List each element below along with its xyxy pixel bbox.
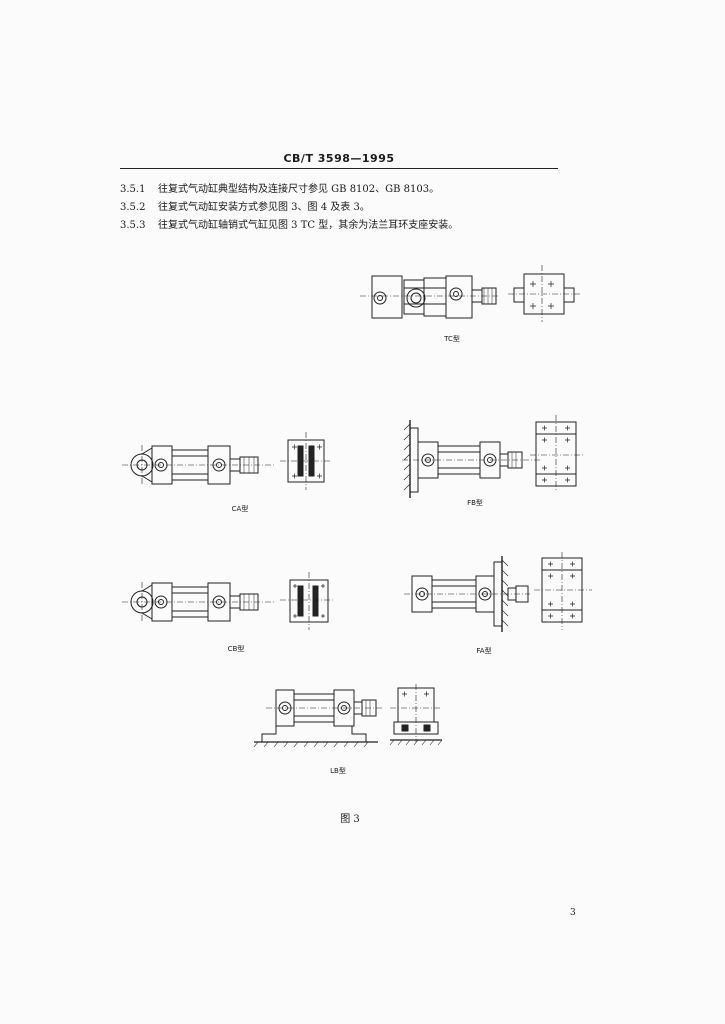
clause-text: 往复式气动缸轴销式气缸见图 3 TC 型，其余为法兰耳环支座安装。 bbox=[158, 220, 459, 231]
clause-number: 3.5.3 bbox=[120, 220, 146, 231]
header-rule bbox=[120, 168, 558, 169]
caption-fb: FB型 bbox=[467, 499, 483, 507]
ca-cylinder-drawing bbox=[122, 445, 275, 485]
fb-end-view bbox=[530, 415, 585, 492]
clause-3-5-1: 3.5.1 往复式气动缸典型结构及连接尺寸参见 GB 8102、GB 8103。 bbox=[120, 180, 439, 195]
fa-cylinder-drawing bbox=[404, 556, 530, 632]
caption-cb: CB型 bbox=[227, 645, 245, 653]
ca-end-view bbox=[280, 432, 330, 490]
cb-end-view bbox=[280, 572, 334, 630]
page-number: 3 bbox=[570, 908, 576, 918]
tc-end-view bbox=[508, 265, 580, 322]
page-header: CB/T 3598—1995 bbox=[283, 152, 395, 165]
clause-number: 3.5.1 bbox=[120, 184, 146, 195]
clause-3-5-2: 3.5.2 往复式气动缸安装方式参见图 3、图 4 及表 3。 bbox=[120, 198, 370, 213]
tc-cylinder-drawing bbox=[360, 276, 500, 318]
clause-3-5-3: 3.5.3 往复式气动缸轴销式气缸见图 3 TC 型，其余为法兰耳环支座安装。 bbox=[120, 216, 458, 231]
figure-title: 图 3 bbox=[340, 814, 360, 825]
lb-cylinder-drawing bbox=[254, 690, 384, 747]
caption-tc: TC型 bbox=[444, 335, 460, 343]
clause-text: 往复式气动缸安装方式参见图 3、图 4 及表 3。 bbox=[158, 202, 370, 213]
cb-cylinder-drawing bbox=[122, 582, 275, 622]
caption-lb: LB型 bbox=[330, 767, 346, 775]
fb-cylinder-drawing bbox=[402, 420, 540, 498]
lb-end-view bbox=[390, 684, 442, 745]
clause-number: 3.5.2 bbox=[120, 202, 146, 213]
fa-end-view bbox=[534, 552, 592, 630]
caption-fa: FA型 bbox=[476, 647, 492, 655]
clause-text: 往复式气动缸典型结构及连接尺寸参见 GB 8102、GB 8103。 bbox=[158, 184, 440, 195]
caption-ca: CA型 bbox=[231, 505, 249, 513]
